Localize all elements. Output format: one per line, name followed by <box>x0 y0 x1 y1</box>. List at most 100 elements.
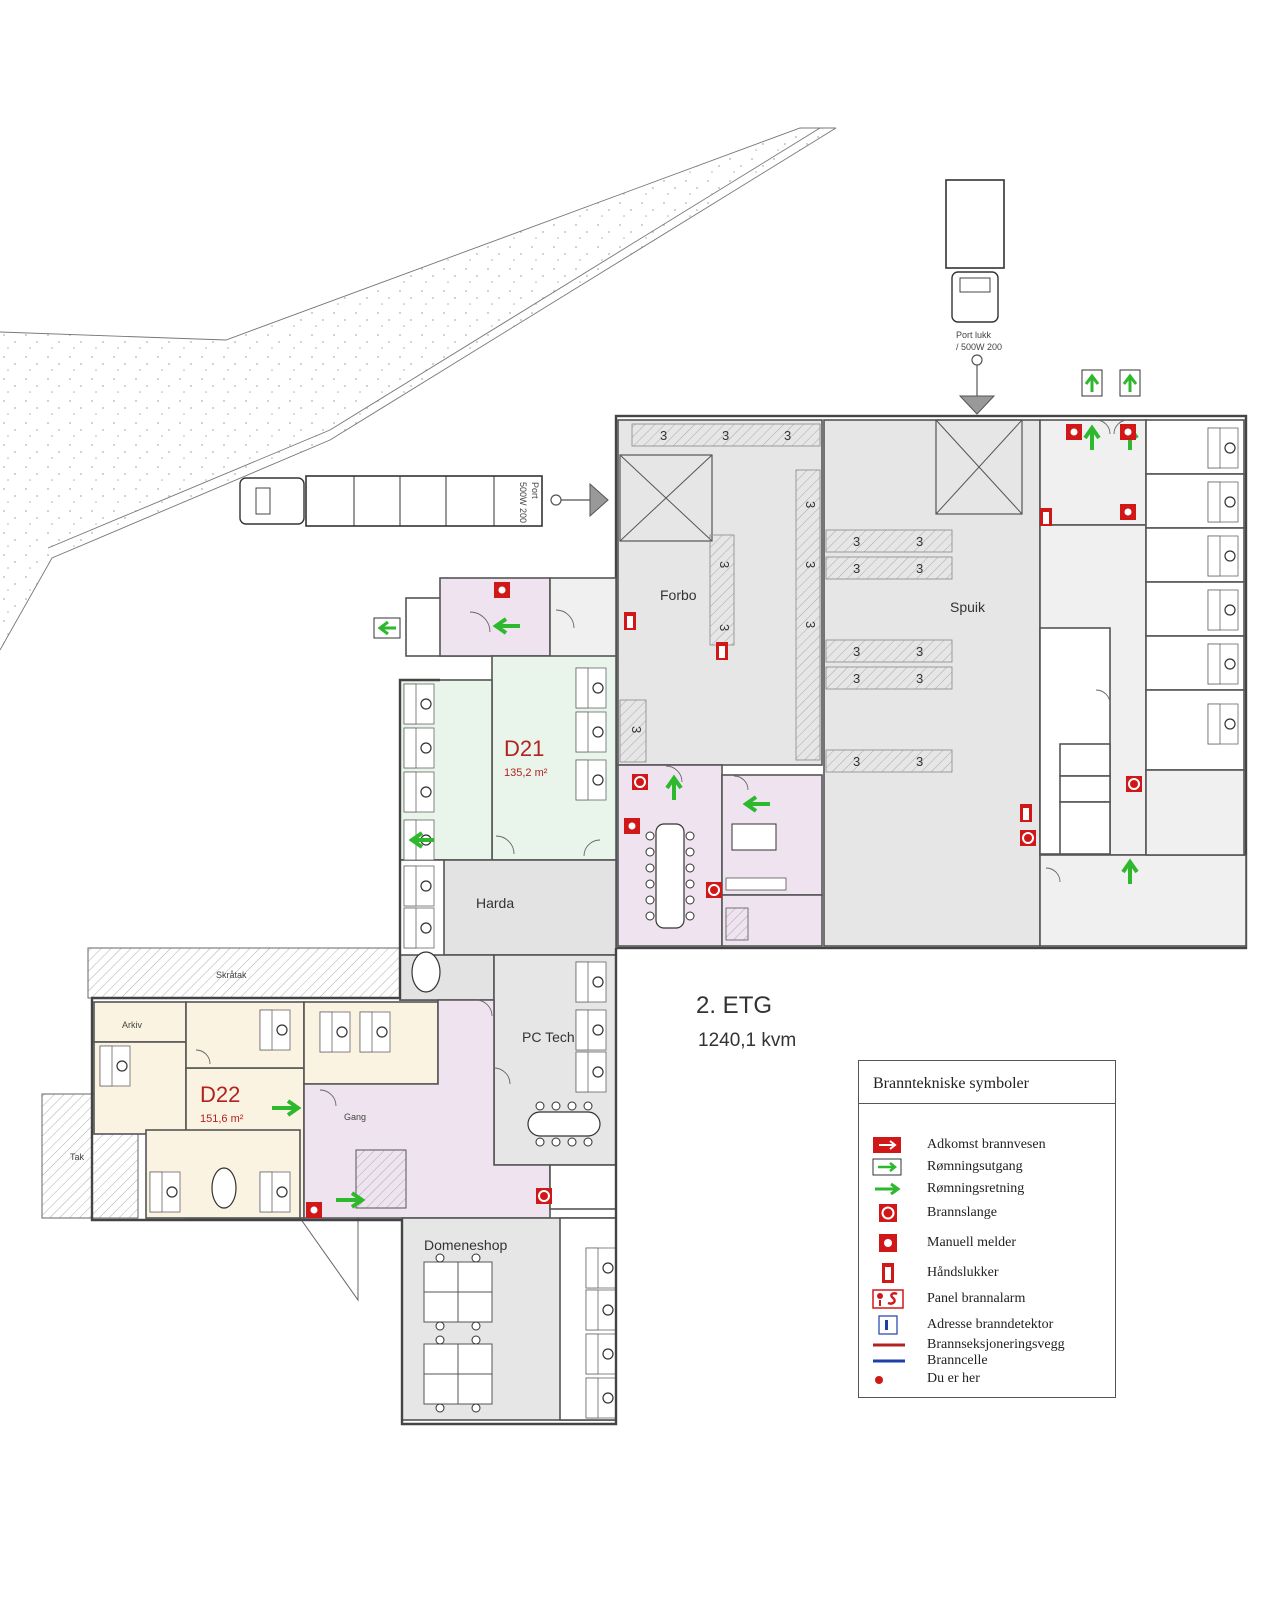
svg-text:Port lukk: Port lukk <box>956 330 992 340</box>
kitchen-stove <box>725 907 749 941</box>
blue-line-icon <box>873 1359 905 1363</box>
green-direction-arrow-icon <box>875 1182 901 1196</box>
legend-item: Branncelle <box>859 1351 1115 1371</box>
svg-text:3: 3 <box>784 428 791 443</box>
svg-text:Port: Port <box>530 482 540 499</box>
svg-text:3: 3 <box>722 428 729 443</box>
legend-item: Adresse branndetektor <box>859 1315 1115 1335</box>
fire-hose-reels <box>536 774 1142 1204</box>
roof-ramp <box>299 1217 359 1302</box>
harda-round-table <box>411 951 441 993</box>
label-domeneshop: Domeneshop <box>424 1237 507 1253</box>
svg-text:3: 3 <box>853 754 860 769</box>
svg-text:3: 3 <box>717 624 732 631</box>
east-offices <box>1145 419 1245 856</box>
exit-sign-outside-3 <box>373 617 401 639</box>
domeneshop-desk-clusters <box>423 1253 493 1413</box>
svg-text:3: 3 <box>853 644 860 659</box>
legend-item: Panel brannalarm <box>859 1289 1115 1309</box>
exit-sign-outside-1 <box>1081 369 1103 397</box>
svg-text:3: 3 <box>916 561 923 576</box>
green-exit-arrow-icon <box>872 1158 902 1176</box>
manual-call-points <box>306 424 1136 1218</box>
label-forbo: Forbo <box>660 587 697 603</box>
svg-text:3: 3 <box>853 671 860 686</box>
gang-stairs <box>355 1149 407 1209</box>
svg-text:3: 3 <box>853 561 860 576</box>
building-outline-west <box>90 678 618 1426</box>
terrain-edge-upper <box>0 127 836 341</box>
pctech-workstations <box>575 961 607 1093</box>
fire-alarm-panel-icon <box>872 1289 904 1309</box>
fire-extinguishers <box>624 508 1052 822</box>
svg-text:3: 3 <box>803 501 818 508</box>
legend-item: Du er her <box>859 1369 1115 1389</box>
pctech-conference-table <box>527 1101 601 1147</box>
legend-item: Rømningsutgang <box>859 1157 1115 1177</box>
kitchen-table <box>731 823 777 851</box>
room-wc-2 <box>1059 775 1111 803</box>
svg-text:3: 3 <box>916 754 923 769</box>
legend-item: Brannseksjoneringsvegg <box>859 1335 1115 1355</box>
addressable-detector-icon <box>878 1315 898 1335</box>
svg-text:3: 3 <box>916 671 923 686</box>
label-d22-area: 151,6 m² <box>200 1113 244 1125</box>
exit-sign-outside-2 <box>1119 369 1141 397</box>
svg-text:3: 3 <box>803 621 818 628</box>
manual-call-point-icon <box>879 1234 897 1252</box>
terrain-slope <box>0 128 836 650</box>
label-harda: Harda <box>476 895 514 911</box>
svg-text:500W 200: 500W 200 <box>518 482 528 523</box>
legend-item: Håndslukker <box>859 1263 1115 1283</box>
legend-title: Branntekniske symboler <box>859 1061 1115 1104</box>
doors <box>195 419 1129 1107</box>
label-arkiv: Arkiv <box>122 1020 142 1030</box>
room-small-office-nw <box>549 577 617 663</box>
legend-item: Brannslange <box>859 1203 1115 1223</box>
svg-text:3: 3 <box>717 561 732 568</box>
svg-text:3: 3 <box>916 534 923 549</box>
roof-skrastak <box>87 947 401 999</box>
fire-extinguisher-icon <box>882 1263 894 1283</box>
floor-title: 2. ETG <box>696 992 773 1019</box>
legend-item: Adkomst brannvesen <box>859 1135 1115 1155</box>
pallet-racks <box>619 423 953 773</box>
legend-panel: Branntekniske symboler Adkomst brannvese… <box>858 1060 1116 1398</box>
label-gang: Gang <box>344 1112 366 1122</box>
truck-left: Port 500W 200 <box>239 475 609 527</box>
terrain-edge-inner <box>47 127 821 549</box>
kitchen-counter <box>725 877 787 891</box>
label-pctech: PC Tech <box>522 1029 575 1045</box>
svg-text:3: 3 <box>629 726 644 733</box>
fire-hose-reel-icon <box>879 1204 897 1222</box>
label-tak: Tak <box>70 1152 85 1162</box>
svg-text:/ 500W 200: / 500W 200 <box>956 342 1002 352</box>
room-wc-1 <box>1059 743 1111 777</box>
room-east-meeting <box>1039 854 1247 947</box>
svg-text:3: 3 <box>853 534 860 549</box>
red-dot-icon <box>875 1376 883 1384</box>
svg-text:3: 3 <box>803 561 818 568</box>
label-spuik: Spuik <box>950 599 986 615</box>
conference-table-forbo <box>645 823 695 929</box>
legend-item: Manuell melder <box>859 1233 1115 1253</box>
svg-text:3: 3 <box>660 428 667 443</box>
room-wc-3 <box>1059 801 1111 855</box>
svg-text:3: 3 <box>916 644 923 659</box>
label-skrastak: Skråtak <box>216 970 247 980</box>
legend-item: Rømningsretning <box>859 1179 1115 1199</box>
label-d21: D21 <box>504 736 544 761</box>
label-d22: D22 <box>200 1082 240 1107</box>
room-technical <box>549 1164 617 1210</box>
loading-dock-spuik <box>935 419 1023 515</box>
truck-top: Port lukk / 500W 200 <box>945 179 1005 415</box>
rack-numbers: 3 3 3 3 3 3 3 3 3 3 3 3 3 3 3 3 3 3 3 <box>629 428 923 769</box>
d22-round-table <box>211 1167 237 1209</box>
red-arrow-sign-icon <box>873 1137 901 1153</box>
red-line-icon <box>873 1343 905 1347</box>
loading-dock-forbo <box>619 454 713 542</box>
floor-area: 1240,1 kvm <box>698 1030 797 1051</box>
terrain-edge-lower <box>0 127 837 651</box>
label-d21-area: 135,2 m² <box>504 767 548 779</box>
